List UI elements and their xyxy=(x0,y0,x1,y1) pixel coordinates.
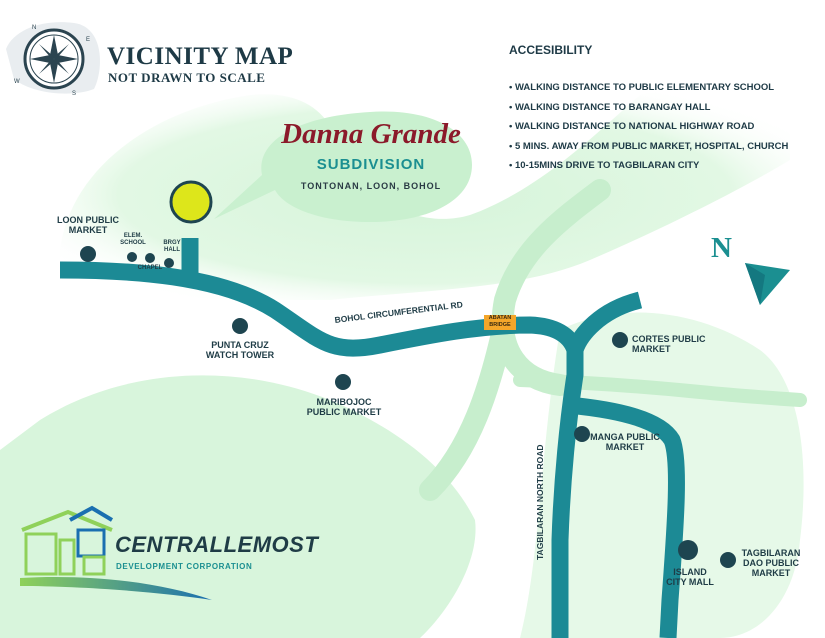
company-tagline: DEVELOPMENT CORPORATION xyxy=(116,562,253,571)
marker-manga xyxy=(574,426,590,442)
label-maribojoc: MARIBOJOC PUBLIC MARKET xyxy=(306,397,382,417)
accessibility-list: • WALKING DISTANCE TO PUBLIC ELEMENTARY … xyxy=(509,82,788,180)
label-north-road: TAGBILARAN NORTH ROAD xyxy=(535,444,545,560)
marker-dao-market xyxy=(720,552,736,568)
compass-rose-icon: N E W S xyxy=(6,22,100,97)
label-island-mall: ISLAND CITY MALL xyxy=(666,567,714,587)
label-cortes: CORTES PUBLIC MARKET xyxy=(632,334,706,354)
rose-letter-e: E xyxy=(86,37,90,43)
road-circumferential xyxy=(59,261,584,357)
marker-punta-cruz xyxy=(232,318,248,334)
marker-island-mall xyxy=(678,540,698,560)
land-mass-south xyxy=(0,375,476,638)
marker-brgy-hall xyxy=(164,258,174,268)
road-tagbilaran-north xyxy=(551,350,584,638)
accessibility-title: ACCESIBILITY xyxy=(509,43,593,57)
label-dao-market: TAGBILARAN DAO PUBLIC MARKET xyxy=(741,548,801,578)
marker-loon-market xyxy=(80,246,96,262)
subdivision-name: Danna Grande xyxy=(281,118,461,150)
accessibility-item: • WALKING DISTANCE TO PUBLIC ELEMENTARY … xyxy=(509,82,775,93)
subdivision-type: SUBDIVISION xyxy=(316,156,426,173)
rose-letter-w: W xyxy=(14,79,20,85)
road-east xyxy=(567,396,685,638)
label-brgy-hall: BRGY HALL xyxy=(163,240,181,253)
river xyxy=(419,179,611,501)
abatan-bridge: ABATAN BRIDGE xyxy=(484,315,516,330)
company-logo-icon xyxy=(20,505,212,600)
marker-elem-school xyxy=(127,252,137,262)
north-arrow-icon xyxy=(745,263,790,305)
accessibility-item: • 5 MINS. AWAY FROM PUBLIC MARKET, HOSPI… xyxy=(509,140,789,152)
rose-letter-n: N xyxy=(32,25,36,31)
rose-letter-s: S xyxy=(72,91,76,97)
callout-bubble xyxy=(214,111,472,222)
marker-cortes xyxy=(612,332,628,348)
map-title: VICINITY MAP xyxy=(107,43,294,70)
label-loon-market: LOON PUBLIC MARKET xyxy=(57,215,119,235)
label-chapel: CHAPEL xyxy=(137,265,163,271)
road-north-east xyxy=(566,291,643,354)
map-subtitle: NOT DRAWN TO SCALE xyxy=(108,70,266,85)
label-punta-cruz: PUNTA CRUZ WATCH TOWER xyxy=(205,340,275,360)
marker-chapel xyxy=(145,253,155,263)
label-manga: MANGA PUBLIC MARKET xyxy=(590,432,660,452)
accessibility-item: • WALKING DISTANCE TO NATIONAL HIGHWAY R… xyxy=(509,121,755,132)
accessibility-item: • WALKING DISTANCE TO BARANGAY HALL xyxy=(509,101,711,113)
marker-maribojoc xyxy=(335,374,351,390)
company-name: CENTRALLEMOST xyxy=(115,532,319,557)
land-mass-north xyxy=(60,89,790,301)
accessibility-item: • 10-15MINS DRIVE TO TAGBILARAN CITY xyxy=(509,160,700,171)
north-letter: N xyxy=(711,232,732,264)
label-elem-school: ELEM. SCHOOL xyxy=(120,233,146,246)
subdivision-location: TONTONAN, LOON, BOHOL xyxy=(300,181,442,191)
subdivision-location-marker xyxy=(169,180,213,224)
road-network xyxy=(59,238,685,638)
